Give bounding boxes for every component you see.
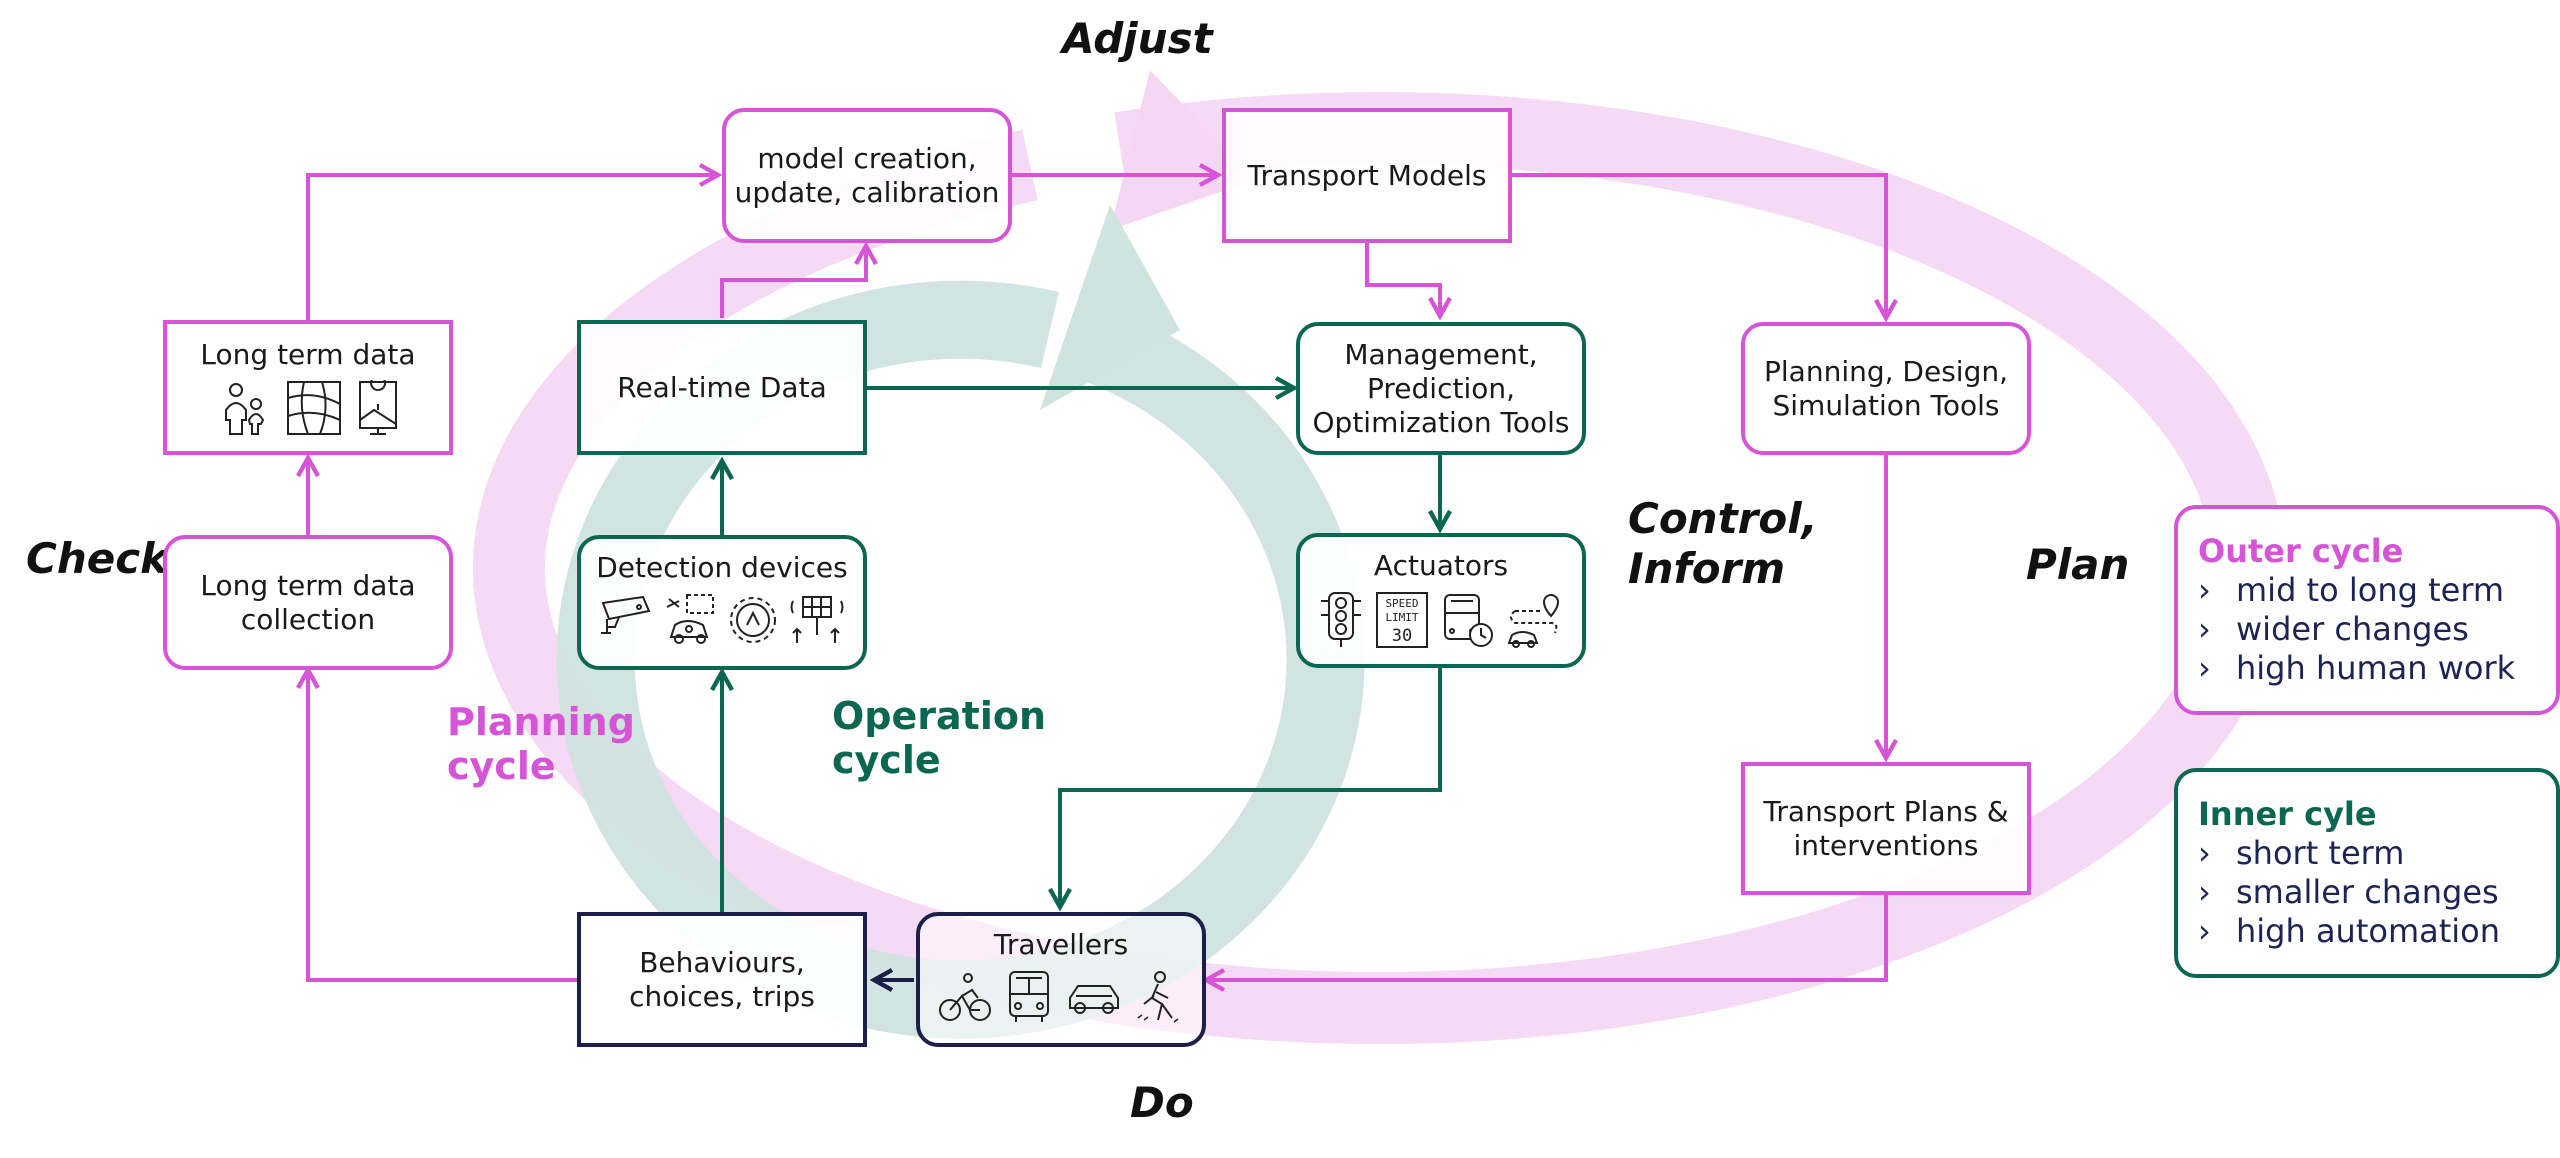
inner-legend-item: › short term xyxy=(2198,834,2536,873)
box-line: Behaviours, xyxy=(639,945,805,979)
box-line: Long term data xyxy=(200,568,416,602)
box-line: Long term data xyxy=(200,338,416,371)
speed-limit-sign-icon: SPEED LIMIT 30 xyxy=(1376,592,1428,648)
cctv-camera-icon xyxy=(601,595,651,634)
travellers-box: Travellers xyxy=(916,912,1206,1047)
operation-cycle-line2: cycle xyxy=(832,738,941,782)
stage-do-label: Do xyxy=(1130,1078,1194,1127)
box-line: Actuators xyxy=(1373,549,1509,582)
speed-sign-line2: LIMIT xyxy=(1385,611,1418,624)
box-line: choices, trips xyxy=(629,979,815,1013)
long-term-collection-box: Long term data collection xyxy=(163,535,453,670)
box-line: Management, xyxy=(1344,337,1538,371)
speed-sign-line1: SPEED xyxy=(1385,597,1418,610)
detection-devices-icons xyxy=(599,593,845,647)
bullet-chevron: › xyxy=(2198,912,2211,950)
bus-clock-icon xyxy=(1444,594,1493,647)
solar-panel-icon xyxy=(790,596,844,643)
travellers-icons xyxy=(938,970,1184,1024)
transport-plans-box: Transport Plans & interventions xyxy=(1741,762,2031,895)
model-creation-box: model creation, update, calibration xyxy=(722,108,1012,243)
bullet-chevron: › xyxy=(2198,834,2211,872)
outer-legend-item: › wider changes xyxy=(2198,610,2536,649)
planning-cycle-label: Planning cycle xyxy=(447,700,635,788)
box-line: Travellers xyxy=(993,928,1129,961)
box-line: model creation, xyxy=(757,141,977,175)
stage-check-label: Check xyxy=(26,534,169,583)
box-line: Real-time Data xyxy=(617,370,827,404)
box-line: collection xyxy=(240,602,376,636)
control-line: Control, xyxy=(1628,494,1818,543)
people-icon xyxy=(225,383,265,435)
box-line: Prediction, xyxy=(1367,371,1515,405)
inner-legend-text: high automation xyxy=(2236,912,2501,950)
actuators-icons: SPEED LIMIT 30 xyxy=(1317,591,1565,649)
long-term-data-box: Long term data xyxy=(163,320,453,455)
bus-icon xyxy=(1009,971,1049,1022)
gear-sensor-icon xyxy=(730,597,776,643)
realtime-data-box: Real-time Data xyxy=(577,320,867,455)
planning-tools-box: Planning, Design, Simulation Tools xyxy=(1741,322,2031,455)
box-line: Optimization Tools xyxy=(1312,405,1570,439)
detection-devices-box: Detection devices xyxy=(577,535,867,670)
pedestrian-icon xyxy=(1137,971,1179,1023)
sensor-car-icon xyxy=(666,594,714,644)
box-line: Detection devices xyxy=(596,551,848,584)
box-line: interventions xyxy=(1793,828,1979,862)
outer-legend-text: wider changes xyxy=(2236,610,2469,648)
traffic-light-icon xyxy=(1321,592,1361,647)
outer-legend-item: › mid to long term xyxy=(2198,571,2536,610)
inner-cycle-arrows xyxy=(722,388,1440,912)
outer-cycle-legend: Outer cycle › mid to long term › wider cha… xyxy=(2174,505,2560,715)
planning-cycle-line2: cycle xyxy=(447,744,556,788)
box-line: Planning, Design, xyxy=(1764,354,2008,388)
box-line: update, calibration xyxy=(734,175,1000,209)
box-line: Simulation Tools xyxy=(1772,388,2000,422)
inner-cycle-legend: Inner cyle ›short term ›smaller changes … xyxy=(2174,768,2560,978)
car-icon xyxy=(1069,985,1119,1014)
inner-legend-item: › smaller changes xyxy=(2198,873,2536,912)
stage-control-inform-label: Control, Inform xyxy=(1628,494,1818,594)
inner-legend-text: smaller changes xyxy=(2236,873,2499,911)
box-line: Transport Plans & xyxy=(1763,794,2009,828)
operation-cycle-line1: Operation xyxy=(832,694,1047,738)
bicycle-icon xyxy=(939,973,991,1021)
planning-cycle-line1: Planning xyxy=(447,700,635,744)
bullet-chevron: › xyxy=(2198,571,2211,609)
inner-legend-item: › high automation xyxy=(2198,912,2536,951)
car-route-icon xyxy=(1507,593,1560,648)
bullet-chevron: › xyxy=(2198,610,2211,648)
inner-legend-title: Inner cyle xyxy=(2198,795,2377,833)
bullet-chevron: › xyxy=(2198,649,2211,687)
outer-legend-title: Outer cycle xyxy=(2198,532,2404,570)
transport-models-box: Transport Models xyxy=(1222,108,1512,243)
box-line: Transport Models xyxy=(1247,158,1487,192)
operation-cycle-label: Operation cycle xyxy=(832,694,1046,782)
behaviours-box: Behaviours, choices, trips xyxy=(577,912,867,1047)
management-tools-box: Management, Prediction, Optimization Too… xyxy=(1296,322,1586,455)
outer-legend-text: mid to long term xyxy=(2236,571,2505,609)
outer-legend-item: › high human work xyxy=(2198,649,2536,688)
outer-legend-text: high human work xyxy=(2236,649,2516,687)
inform-line: Inform xyxy=(1628,544,1786,593)
long-term-data-icons xyxy=(216,380,400,436)
bullet-chevron: › xyxy=(2198,873,2211,911)
outer-cycle-arrows xyxy=(308,175,1886,980)
stage-plan-label: Plan xyxy=(2026,540,2130,589)
stage-adjust-label: Adjust xyxy=(1062,14,1213,63)
inner-legend-text: short term xyxy=(2236,834,2405,872)
map-pin-icon xyxy=(359,380,397,435)
actuators-box: Actuators SPEED LIMIT 30 xyxy=(1296,533,1586,668)
map-grid-icon xyxy=(287,381,341,435)
speed-sign-value: 30 xyxy=(1392,626,1412,646)
